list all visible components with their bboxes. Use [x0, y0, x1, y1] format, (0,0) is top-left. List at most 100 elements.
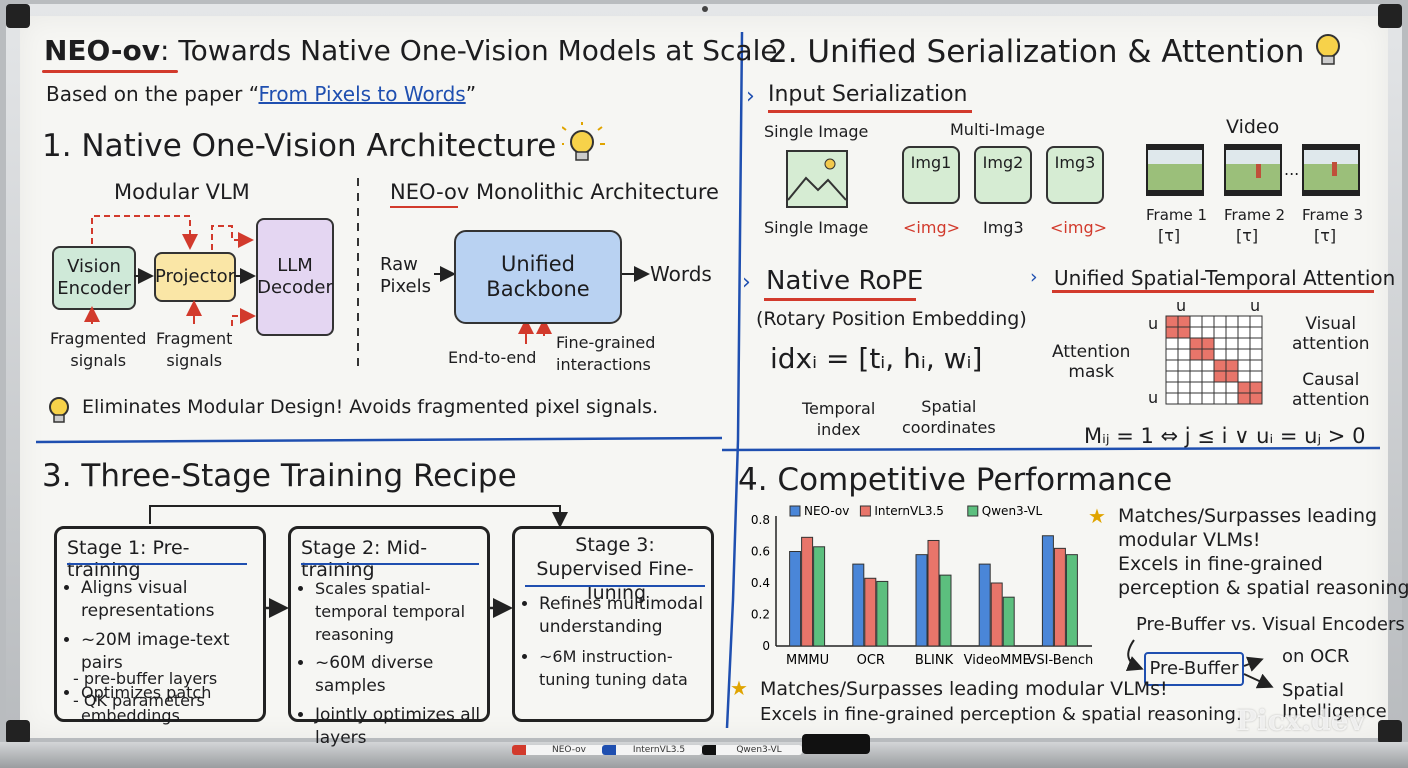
- stage1-underline: [67, 563, 247, 565]
- frame-corner: [1378, 4, 1402, 28]
- prebuffer-box: Pre-Buffer: [1144, 652, 1244, 686]
- paper-link[interactable]: From Pixels to Words: [258, 82, 466, 106]
- img1-box: Img1: [902, 146, 960, 204]
- mask-cell-active: [1225, 359, 1239, 372]
- stage1-subitem: - QK parameters: [73, 691, 205, 710]
- y-tick-label: 0.8: [751, 513, 770, 527]
- mask-cell-active: [1249, 392, 1263, 405]
- y-tick-label: 0.6: [751, 545, 770, 559]
- mask-cell: [1165, 359, 1179, 372]
- vision-encoder-box: Vision Encoder: [52, 246, 136, 310]
- end-to-end-label: End-to-end: [448, 348, 537, 367]
- mask-cell: [1213, 348, 1227, 361]
- mask-cell: [1189, 381, 1203, 394]
- bar: [1002, 596, 1015, 647]
- mask-cell: [1165, 370, 1179, 383]
- video-frames: [1146, 144, 1360, 196]
- mask-cell-active: [1249, 381, 1263, 394]
- frame3-label: Frame 3: [1302, 206, 1364, 224]
- input-serialization-underline: [768, 110, 972, 113]
- rope-formula: idxᵢ = [tᵢ, hᵢ, wᵢ]: [770, 342, 983, 375]
- bar: [864, 577, 877, 647]
- mask-cell: [1237, 370, 1251, 383]
- stage3-item: ~6M instruction-tuning tuning data: [539, 645, 711, 691]
- mask-cell: [1237, 326, 1251, 339]
- stage2-underline: [301, 563, 479, 565]
- mask-cell-active: [1237, 392, 1251, 405]
- bar: [801, 536, 814, 647]
- mask-cell: [1237, 359, 1251, 372]
- mask-cell: [1237, 315, 1251, 328]
- mask-cell-active: [1177, 315, 1191, 328]
- mask-cell: [1177, 337, 1191, 350]
- mask-cell: [1177, 359, 1191, 372]
- bar: [978, 563, 991, 647]
- bar: [813, 546, 826, 647]
- img-tag-right: <img>: [1050, 218, 1107, 237]
- image-icon: [786, 150, 848, 208]
- mask-cell: [1177, 381, 1191, 394]
- prebuffer-title: Pre-Buffer vs. Visual Encoders: [1136, 614, 1405, 635]
- mask-cell: [1201, 370, 1215, 383]
- legend-label: InternVL3.5: [874, 504, 944, 518]
- mask-formula: Mᵢⱼ = 1 ⇔ j ≤ i ∨ uᵢ = uⱼ > 0: [1084, 424, 1366, 448]
- single-image-bottom-label: Single Image: [764, 218, 869, 237]
- star-icon: ★: [730, 676, 748, 700]
- mask-cell-active: [1189, 337, 1203, 350]
- y-tick-label: 0.4: [751, 576, 770, 590]
- mask-cell: [1237, 348, 1251, 361]
- chevron-right-icon: ›: [742, 270, 751, 295]
- mask-cell: [1249, 370, 1263, 383]
- mask-cell: [1213, 392, 1227, 405]
- y-tick-label: 0: [762, 639, 770, 653]
- section3-heading: 3. Three-Stage Training Recipe: [42, 458, 517, 494]
- mask-cell: [1177, 370, 1191, 383]
- on-ocr-label: on OCR: [1282, 646, 1350, 667]
- watermark: Picx.dev: [1236, 704, 1365, 737]
- stage1-item: Aligns visual representations: [81, 577, 263, 623]
- mask-cell-active: [1201, 348, 1215, 361]
- bar: [1041, 535, 1054, 647]
- legend-label: NEO-ov: [804, 504, 849, 518]
- img3-label: Img3: [983, 218, 1024, 237]
- claim-bottom-1: Matches/Surpasses leading modular VLMs!: [760, 678, 1168, 700]
- stage3-card: Stage 3: Supervised Fine-Tuning Refines …: [512, 526, 714, 722]
- title-rest: : Towards Native One-Vision Models at Sc…: [160, 34, 778, 67]
- mask-cell: [1225, 337, 1239, 350]
- mask-cell-active: [1225, 370, 1239, 383]
- mask-cell: [1249, 337, 1263, 350]
- mask-cell: [1189, 370, 1203, 383]
- img-tag-left: <img>: [903, 218, 960, 237]
- mask-cell: [1213, 381, 1227, 394]
- visual-attention-label: Visual attention: [1292, 314, 1370, 354]
- mask-cell: [1225, 381, 1239, 394]
- tau-label: [τ]: [1236, 226, 1259, 245]
- mask-cell: [1225, 392, 1239, 405]
- mask-cell: [1189, 326, 1203, 339]
- attention-mask-label: Attention mask: [1052, 342, 1131, 382]
- y-tick-label: 0.2: [751, 608, 770, 622]
- spatial-intelligence-label: Spatial Intelligence: [1282, 680, 1387, 722]
- fragmented-signals-label: Fragmented signals: [50, 329, 147, 370]
- section4-heading: 4. Competitive Performance: [738, 462, 1173, 498]
- mask-cell: [1225, 326, 1239, 339]
- u-label: u: [1250, 296, 1261, 315]
- stage2-card: Stage 2: Mid-training Scales spatial-tem…: [288, 526, 490, 748]
- frame1-label: Frame 1: [1146, 206, 1208, 224]
- page-subtitle: Based on the paper “From Pixels to Words…: [46, 82, 476, 106]
- mask-cell-active: [1177, 326, 1191, 339]
- mask-cell: [1201, 392, 1215, 405]
- stage3-title: Stage 3: Supervised Fine-Tuning: [536, 534, 694, 604]
- x-tick-label: VSI-Bench: [1028, 653, 1094, 668]
- page-title: NEO-ov: Towards Native One-Vision Models…: [44, 34, 778, 67]
- single-image-top-label: Single Image: [764, 122, 869, 141]
- native-rope-heading: Native RoPE: [766, 266, 924, 296]
- bar: [876, 580, 889, 647]
- claim-right: Matches/Surpasses leading modular VLMs! …: [1118, 505, 1408, 599]
- fine-grained-label: Fine-grained interactions: [556, 333, 656, 374]
- u-label: u: [1176, 296, 1187, 315]
- tau-label: [τ]: [1158, 226, 1181, 245]
- native-rope-underline: [764, 298, 916, 301]
- whiteboard: [20, 16, 1388, 738]
- frame2-label: Frame 2: [1224, 206, 1286, 224]
